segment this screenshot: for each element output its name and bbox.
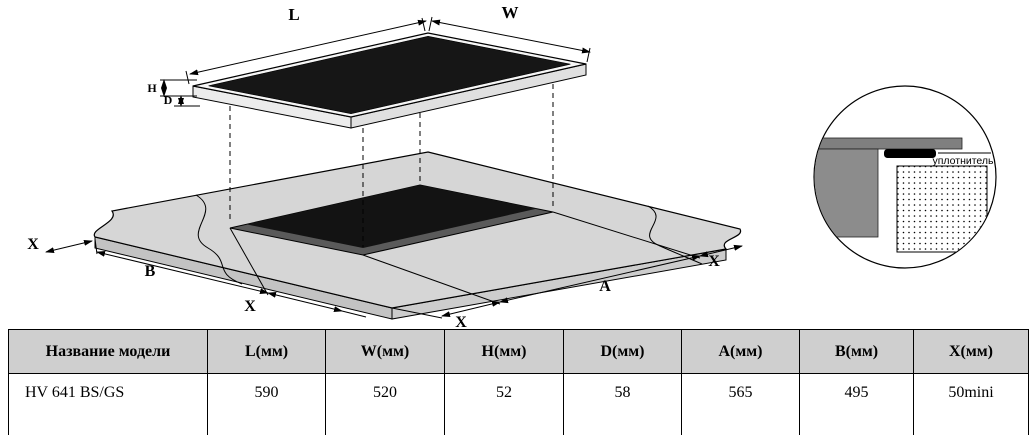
value-l-cell: 590 xyxy=(207,373,326,435)
dim-label-w: W xyxy=(502,3,519,22)
col-header-w: W(мм) xyxy=(325,329,445,374)
dim-label-x-right: X xyxy=(708,253,720,270)
model-name-cell: HV 641 BS/GS xyxy=(8,373,208,435)
value-a-cell: 565 xyxy=(681,373,800,435)
col-header-h: H(мм) xyxy=(444,329,564,374)
col-header-b: B(мм) xyxy=(799,329,914,374)
seal-gasket xyxy=(884,149,936,158)
value-d-cell: 58 xyxy=(563,373,682,435)
dim-label-d: D xyxy=(164,93,173,107)
spec-table: Название модели L(мм) W(мм) H(мм) D(мм) … xyxy=(8,329,1029,435)
col-header-d: D(мм) xyxy=(563,329,682,374)
col-header-x: X(мм) xyxy=(913,329,1029,374)
dim-label-b: B xyxy=(145,263,156,280)
value-b-cell: 495 xyxy=(799,373,914,435)
table-header-row: Название модели L(мм) W(мм) H(мм) D(мм) … xyxy=(8,329,1029,374)
seal-label: уплотнитель xyxy=(932,155,994,167)
projection-lines xyxy=(229,84,554,247)
col-header-a: A(мм) xyxy=(681,329,800,374)
installation-diagram: L W H D X B X X A X уплотнитель xyxy=(27,3,997,329)
dim-label-h: H xyxy=(147,81,157,95)
mounting-detail: уплотнитель xyxy=(813,85,997,269)
dim-label-x-bottom-center: X xyxy=(455,314,467,329)
col-header-model: Название модели xyxy=(8,329,208,374)
dim-label-a: A xyxy=(599,278,611,295)
dim-label-l: L xyxy=(288,5,299,24)
dim-label-x-bottom-left: X xyxy=(244,298,256,315)
dim-label-x-left: X xyxy=(27,236,39,253)
col-header-l: L(мм) xyxy=(207,329,326,374)
countertop-cutout-drawing xyxy=(93,151,742,320)
table-row: HV 641 BS/GS 590 520 52 58 565 495 50min… xyxy=(8,373,1029,435)
glass-cross-section xyxy=(814,137,963,150)
value-x-cell: 50mini xyxy=(913,373,1029,435)
value-w-cell: 520 xyxy=(325,373,445,435)
cooktop-drawing xyxy=(192,32,587,129)
countertop-texture xyxy=(897,166,987,252)
value-h-cell: 52 xyxy=(444,373,564,435)
dimension-lines xyxy=(45,16,743,319)
